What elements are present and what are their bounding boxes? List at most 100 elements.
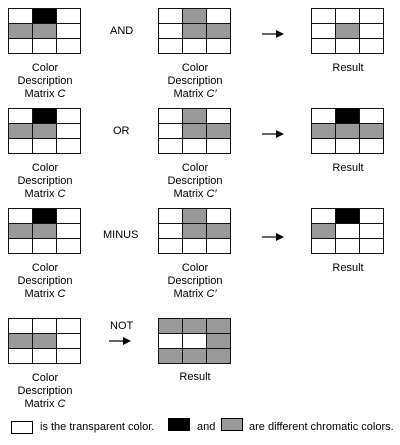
matrix-cell	[9, 24, 32, 38]
matrix-c-prime-and	[158, 8, 231, 54]
matrix-cell	[33, 139, 56, 153]
matrix-cell	[159, 124, 182, 138]
matrix-cell	[57, 319, 80, 333]
operator-minus: MINUS	[103, 229, 139, 241]
matrix-cell	[312, 224, 335, 238]
matrix-cell	[360, 139, 383, 153]
matrix-cell	[159, 9, 182, 23]
matrix-cell	[33, 224, 56, 238]
matrix-cell	[9, 9, 32, 23]
matrix-cell	[336, 24, 359, 38]
matrix-c-minus	[8, 208, 81, 254]
matrix-cell	[183, 109, 206, 123]
matrix-cell	[159, 24, 182, 38]
matrix-cell	[159, 334, 182, 348]
matrix-cell	[33, 209, 56, 223]
arrow-right-icon	[262, 30, 284, 38]
matrix-cell	[9, 39, 32, 53]
matrix-cell	[360, 39, 383, 53]
operator-and: AND	[110, 25, 134, 37]
matrix-cell	[207, 9, 230, 23]
matrix-cell	[57, 139, 80, 153]
matrix-cell	[57, 334, 80, 348]
matrix-cell	[183, 239, 206, 253]
matrix-cell	[207, 24, 230, 38]
matrix-cell	[9, 209, 32, 223]
matrix-cell	[360, 9, 383, 23]
matrix-cell	[9, 239, 32, 253]
matrix-cell	[207, 334, 230, 348]
matrix-cell	[207, 139, 230, 153]
matrix-cell	[207, 39, 230, 53]
matrix-cell	[183, 39, 206, 53]
matrix-cell	[57, 239, 80, 253]
matrix-cell	[9, 109, 32, 123]
matrix-cell	[360, 109, 383, 123]
caption-result-or: Result	[332, 162, 364, 174]
matrix-cell	[159, 239, 182, 253]
matrix-cell	[57, 124, 80, 138]
matrix-cell	[312, 39, 335, 53]
legend-chromatic-text: are different chromatic colors.	[249, 421, 394, 433]
matrix-cell	[207, 319, 230, 333]
operator-not: NOT	[110, 320, 134, 332]
matrix-cell	[183, 139, 206, 153]
matrix-cell	[207, 124, 230, 138]
matrix-c-not	[8, 318, 81, 364]
matrix-cell	[159, 224, 182, 238]
caption-c-and: Color Description Matrix C	[17, 62, 73, 100]
matrix-cell	[312, 139, 335, 153]
matrix-cell	[9, 224, 32, 238]
matrix-cell	[336, 139, 359, 153]
matrix-cell	[360, 24, 383, 38]
matrix-cell	[57, 109, 80, 123]
arrow-right-icon	[262, 233, 284, 241]
matrix-cell	[57, 39, 80, 53]
caption-c-prime-or: Color Description Matrix C′	[167, 162, 223, 200]
caption-c-minus: Color Description Matrix C	[17, 262, 73, 300]
legend-and-text: and	[197, 421, 216, 433]
matrix-cell	[33, 124, 56, 138]
legend-transparent-text: is the transparent color.	[40, 421, 155, 433]
matrix-cell	[57, 24, 80, 38]
matrix-cell	[9, 139, 32, 153]
matrix-cell	[183, 9, 206, 23]
matrix-result-not	[158, 318, 231, 364]
matrix-cell	[336, 9, 359, 23]
matrix-cell	[336, 124, 359, 138]
matrix-cell	[33, 239, 56, 253]
matrix-cell	[360, 209, 383, 223]
matrix-cell	[183, 124, 206, 138]
matrix-cell	[159, 109, 182, 123]
matrix-cell	[312, 109, 335, 123]
matrix-cell	[33, 24, 56, 38]
caption-result-not: Result	[179, 371, 211, 383]
matrix-c-prime-minus	[158, 208, 231, 254]
matrix-cell	[9, 124, 32, 138]
matrix-cell	[360, 224, 383, 238]
matrix-cell	[336, 39, 359, 53]
caption-result-minus: Result	[332, 262, 364, 274]
matrix-cell	[312, 209, 335, 223]
matrix-cell	[336, 224, 359, 238]
matrix-cell	[336, 209, 359, 223]
matrix-cell	[312, 9, 335, 23]
matrix-cell	[33, 39, 56, 53]
legend-white-swatch	[11, 421, 33, 434]
matrix-cell	[360, 239, 383, 253]
operator-or: OR	[113, 125, 130, 137]
matrix-cell	[33, 109, 56, 123]
matrix-cell	[33, 319, 56, 333]
matrix-cell	[9, 319, 32, 333]
matrix-cell	[183, 334, 206, 348]
matrix-cell	[9, 334, 32, 348]
matrix-result-or	[311, 108, 384, 154]
matrix-cell	[336, 239, 359, 253]
matrix-result-and	[311, 8, 384, 54]
legend-black-swatch	[168, 418, 190, 431]
matrix-cell	[159, 39, 182, 53]
matrix-cell	[57, 9, 80, 23]
matrix-cell	[312, 124, 335, 138]
matrix-result-minus	[311, 208, 384, 254]
